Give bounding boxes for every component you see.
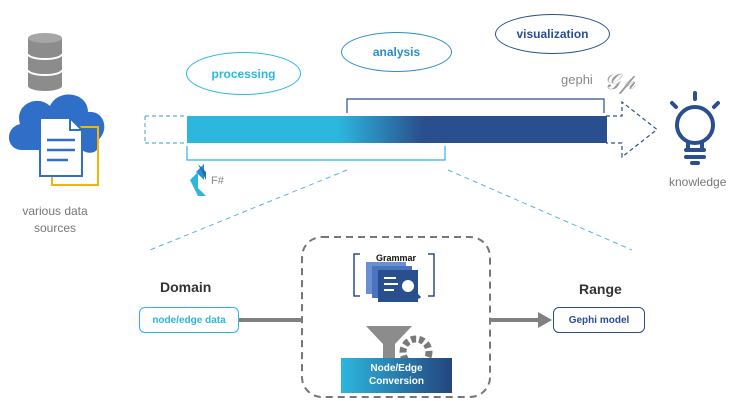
- data-sources-line2: sources: [33, 221, 77, 235]
- conversion-box-bg: [341, 358, 452, 393]
- funnel-icon: [366, 326, 412, 358]
- gephi-logo-icon: 𝒢𝓅: [604, 70, 637, 95]
- zoom-line-right: [447, 169, 633, 251]
- data-sources-line1: various data: [22, 204, 88, 218]
- document-icon: [39, 117, 99, 186]
- domain-title: Domain: [160, 279, 212, 295]
- range-title: Range: [579, 281, 622, 297]
- range-item-label: Gephi model: [568, 314, 630, 326]
- process-container: [301, 236, 491, 398]
- pipeline-arrow-tail: [144, 115, 187, 144]
- visualization-bracket: [346, 98, 605, 113]
- conversion-label: Node/Edge Conversion: [341, 362, 452, 388]
- database-icon: [27, 33, 63, 91]
- range-item-box: Gephi model: [553, 307, 645, 333]
- conversion-line1: Node/Edge: [370, 363, 423, 374]
- conversion-line2: Conversion: [368, 376, 424, 387]
- domain-item-box: node/edge data: [139, 307, 239, 333]
- analysis-ellipse: analysis: [341, 32, 452, 72]
- visualization-ellipse: visualization: [495, 14, 610, 54]
- grammar-label: Grammar: [376, 253, 417, 263]
- range-arrowhead: [538, 312, 552, 328]
- domain-item-label: node/edge data: [152, 314, 226, 326]
- data-sources-label: various data sources: [0, 203, 110, 237]
- grammar-icon: [353, 253, 435, 302]
- fsharp-logo-icon: [190, 164, 206, 196]
- knowledge-label: knowledge: [669, 175, 727, 189]
- processing-bracket: [186, 146, 446, 161]
- fsharp-label: F#: [211, 175, 224, 187]
- zoom-line-left: [149, 169, 348, 251]
- lightbulb-icon: [670, 91, 720, 165]
- processing-label: processing: [211, 66, 276, 81]
- gephi-label: gephi: [561, 72, 593, 87]
- pipeline-bar: [187, 116, 607, 143]
- processing-ellipse: processing: [186, 52, 301, 95]
- pipeline-arrow-head: [606, 100, 658, 159]
- analysis-label: analysis: [372, 45, 421, 59]
- visualization-label: visualization: [516, 27, 589, 41]
